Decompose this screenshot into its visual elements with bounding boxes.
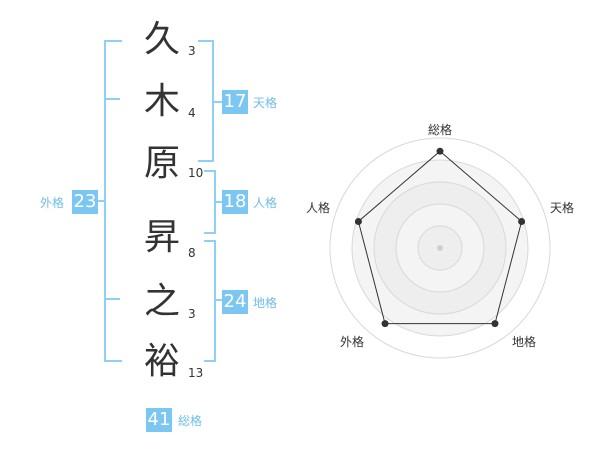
radar-label-jinkaku: 人格	[306, 200, 330, 215]
radar-point-5	[354, 217, 362, 225]
jinkaku-label: 人格	[253, 196, 278, 210]
gaikaku-connector	[98, 200, 104, 202]
radar-center-dot	[437, 245, 443, 251]
gaikaku-label: 外格	[40, 196, 65, 210]
soukaku-value: 41	[146, 408, 172, 432]
soukaku-label: 総格	[178, 414, 203, 428]
radar-point-3	[491, 320, 499, 328]
radar-label-chikaku: 地格	[512, 334, 536, 349]
chikaku-bracket	[204, 240, 216, 362]
radar-point-1	[436, 147, 444, 155]
chikaku-label: 地格	[253, 296, 278, 310]
stroke-count-2: 4	[188, 106, 196, 120]
name-char-4: 昇	[143, 217, 180, 258]
stroke-count-1: 3	[188, 44, 196, 58]
stroke-count-5: 3	[188, 307, 196, 321]
tenkaku-connector	[212, 101, 222, 103]
gaikaku-tick-2	[104, 298, 120, 300]
jinkaku-connector	[214, 201, 222, 203]
radar-label-soukaku: 総格	[428, 122, 452, 137]
chikaku-value: 24	[222, 290, 248, 314]
name-char-3: 原	[143, 143, 180, 184]
radar-point-4	[381, 320, 389, 328]
radar-points	[354, 147, 526, 328]
name-char-5: 之	[143, 281, 180, 322]
name-char-1: 久	[143, 19, 180, 60]
name-char-2: 木	[143, 81, 180, 122]
tenkaku-label: 天格	[253, 96, 278, 110]
name-char-6: 裕	[143, 341, 180, 382]
gaikaku-value: 23	[72, 190, 98, 214]
radar-label-gaikaku: 外格	[340, 334, 364, 349]
stroke-count-3: 10	[188, 166, 204, 180]
gaikaku-tick-1	[104, 98, 120, 100]
stroke-count-6: 13	[188, 366, 204, 380]
tenkaku-value: 17	[222, 90, 248, 114]
radar-point-2	[518, 217, 526, 225]
gaikaku-bracket	[104, 40, 122, 362]
jinkaku-value: 18	[222, 190, 248, 214]
chikaku-connector	[214, 299, 222, 301]
stroke-count-4: 8	[188, 246, 196, 260]
radar-label-tenkaku: 天格	[550, 200, 574, 215]
radar-shape	[357, 150, 523, 325]
